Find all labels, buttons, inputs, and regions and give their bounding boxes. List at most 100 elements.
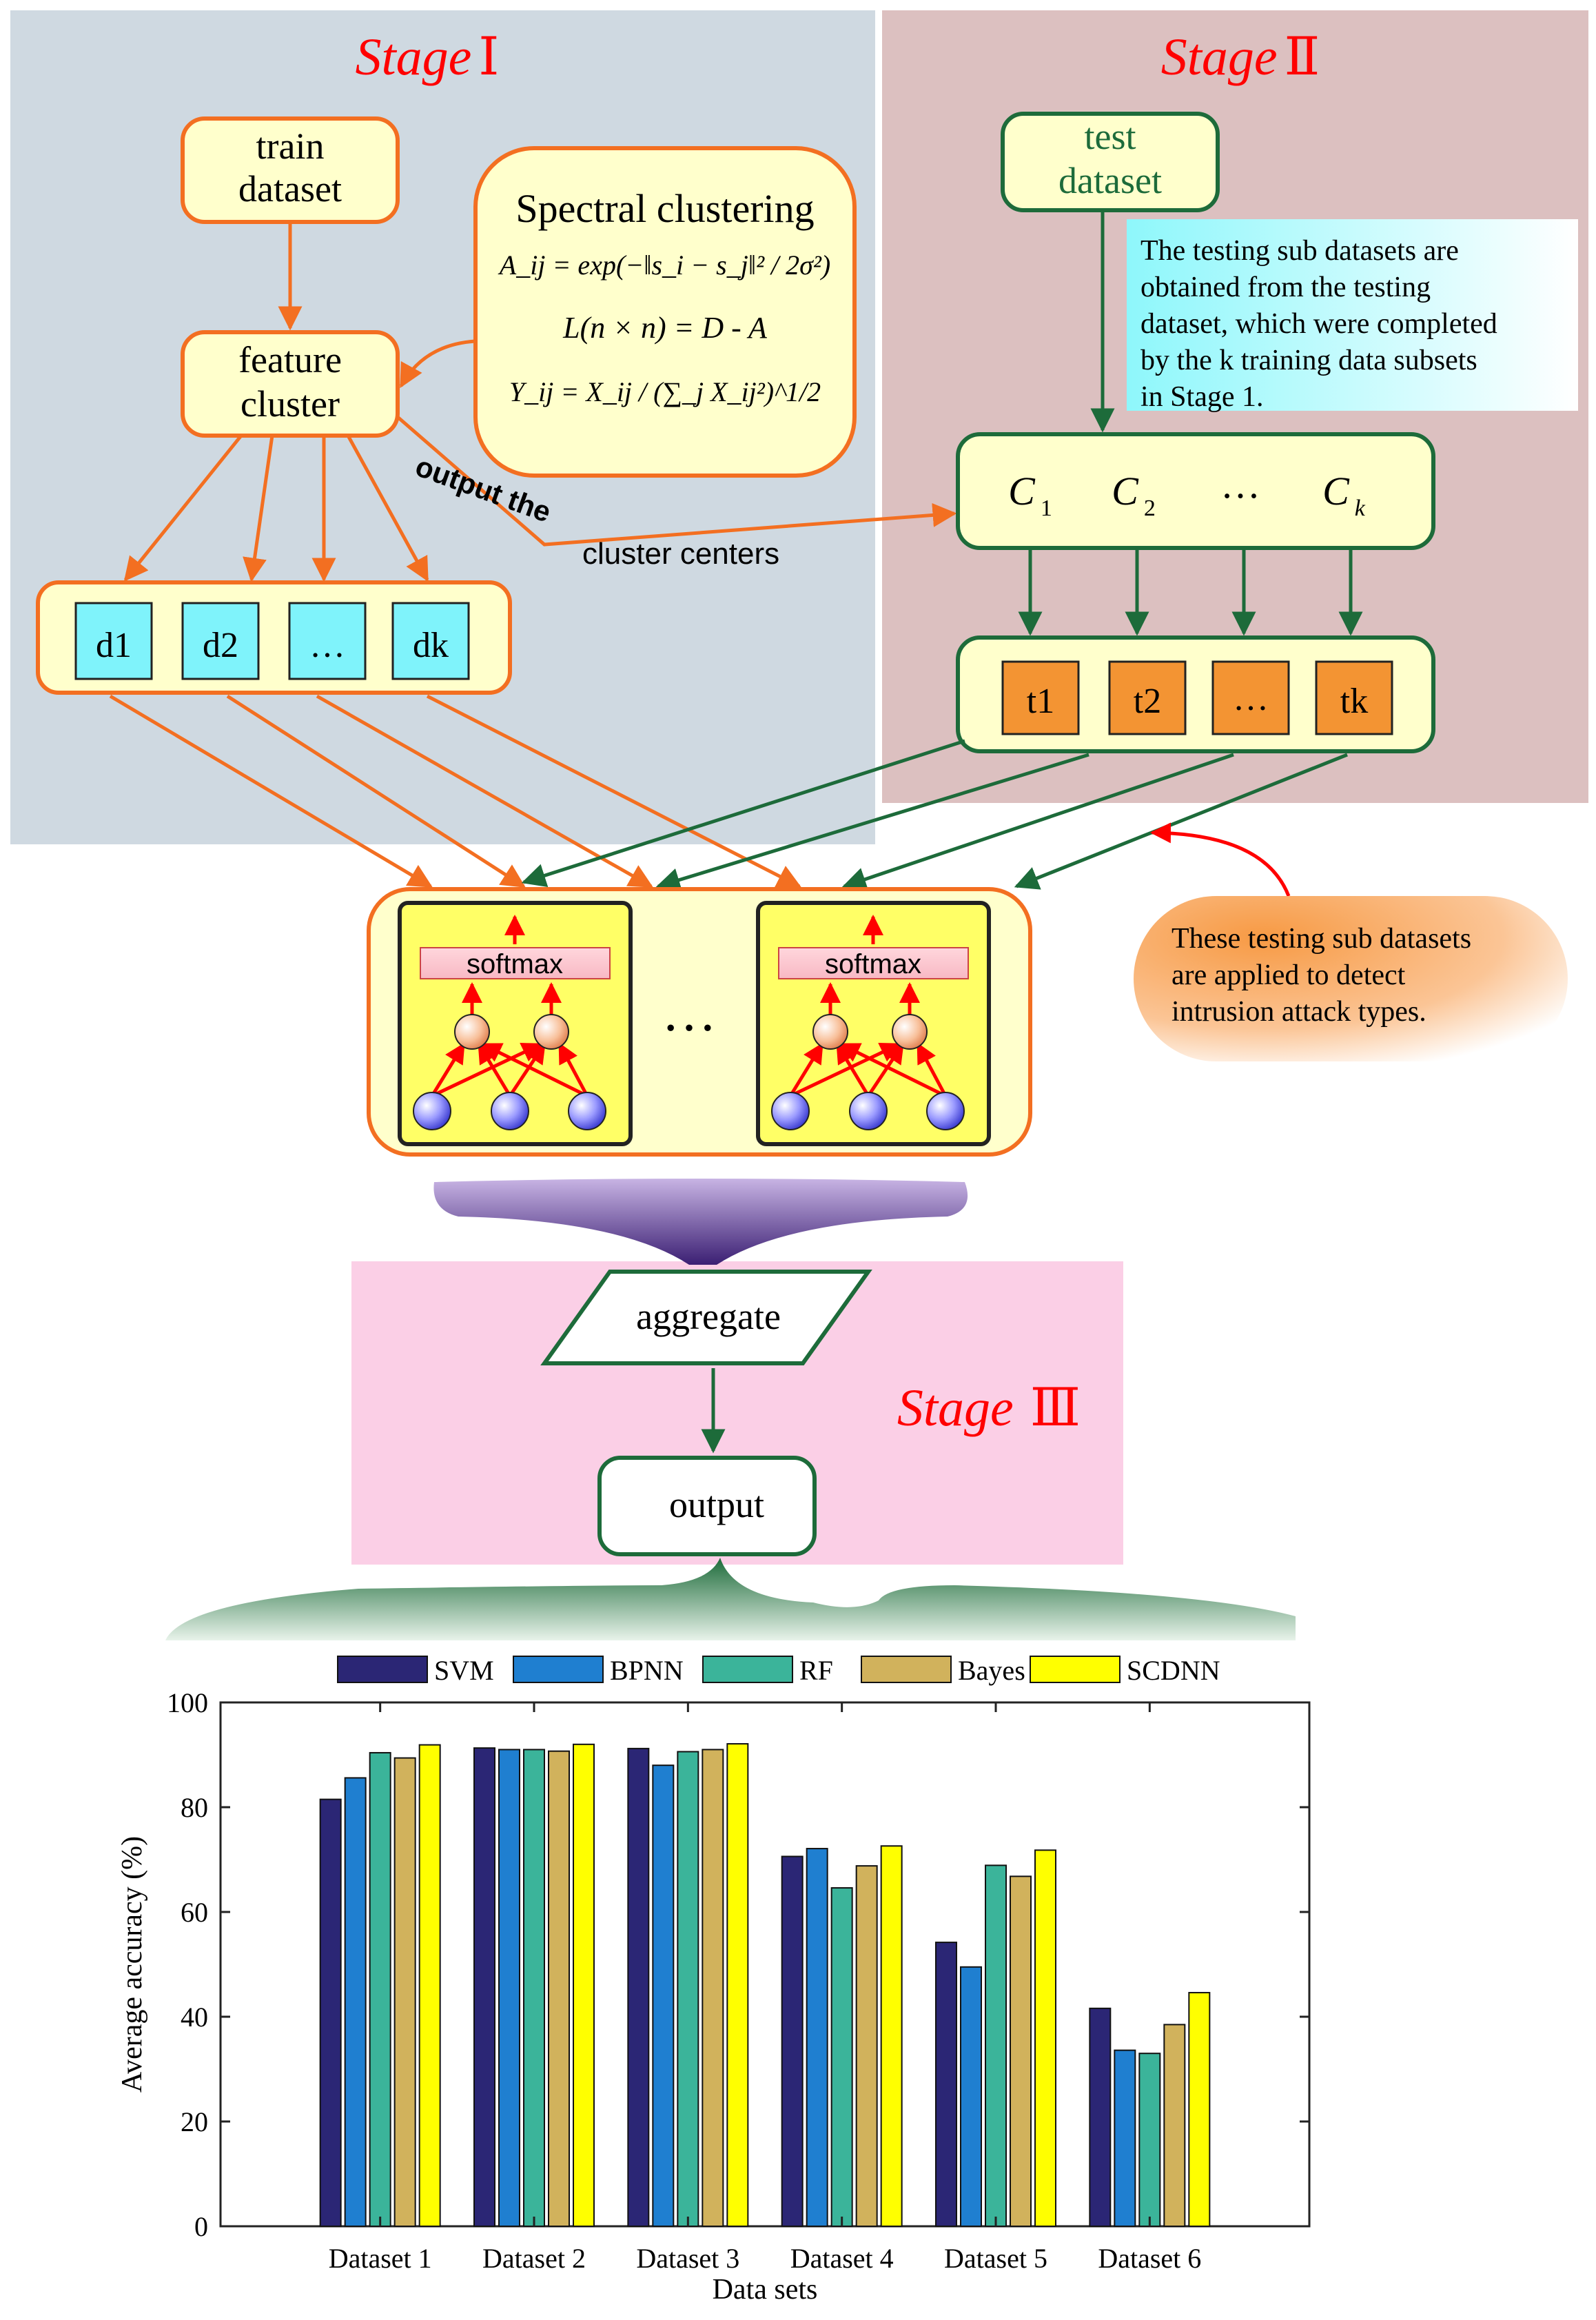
- svg-text:These testing sub datasets: These testing sub datasets: [1172, 923, 1471, 955]
- svg-text:by the k training data subsets: by the k training data subsets: [1140, 345, 1477, 376]
- bar-scdnn-6: [1188, 1992, 1211, 2228]
- legend-swatch-svm: [337, 1656, 428, 1683]
- neural-network-k: softmax: [756, 901, 991, 1146]
- bar-scdnn-2: [573, 1743, 595, 2228]
- bar-svm-1: [319, 1798, 342, 2228]
- svg-text:train: train: [256, 125, 325, 167]
- svg-text:dataset, which were completed: dataset, which were completed: [1140, 308, 1497, 340]
- legend-label-svm: SVM: [434, 1655, 494, 1686]
- bar-bpnn-2: [498, 1749, 520, 2227]
- softmax-layer: [778, 947, 969, 979]
- bar-rf-1: [369, 1751, 391, 2227]
- svg-text:cluster: cluster: [241, 383, 340, 425]
- networks-ellipsis: …: [662, 982, 717, 1043]
- stage2-arrows: [1018, 210, 1363, 636]
- x-tick-label: Dataset 5: [944, 2243, 1047, 2274]
- svg-text:t1: t1: [1027, 682, 1054, 721]
- svg-text:tk: tk: [1340, 682, 1368, 721]
- bar-bpnn-5: [960, 1966, 982, 2228]
- formula-normalize: Y_ij = X_ij / (∑_j X_ij²)^1/2: [509, 376, 821, 407]
- svg-text:softmax: softmax: [467, 949, 563, 979]
- formula-affinity: A_ij = exp(−‖s_i − s_j‖² / 2σ²): [498, 250, 830, 281]
- results-mound: [165, 1558, 1296, 1640]
- bar-bayes-1: [393, 1757, 416, 2228]
- legend-swatch-rf: [702, 1656, 793, 1683]
- bar-series: [319, 1743, 1211, 2228]
- test-to-network-arrows: [521, 739, 1348, 892]
- bar-scdnn-5: [1034, 1849, 1056, 2228]
- bar-bayes-6: [1163, 2024, 1186, 2227]
- svg-text:in Stage 1.: in Stage 1.: [1140, 381, 1263, 413]
- x-axis-ticks: Dataset 1 Dataset 2 Dataset 3 Dataset 4 Data…: [329, 1702, 1201, 2274]
- bar-svm-6: [1089, 2007, 1112, 2228]
- softmax-layer: [420, 947, 611, 979]
- x-tick-label: Dataset 3: [636, 2243, 739, 2274]
- legend-label-bpnn: BPNN: [610, 1655, 684, 1686]
- bar-svm-5: [935, 1942, 957, 2228]
- bar-scdnn-1: [418, 1744, 441, 2228]
- svg-text:The testing sub datasets are: The testing sub datasets are: [1140, 235, 1459, 267]
- y-tick-label: 60: [181, 1897, 208, 1928]
- y-axis-label: Average accuracy (%): [116, 1836, 148, 2093]
- test-dataset-node: test dataset: [1001, 112, 1220, 212]
- y-tick-label: 0: [194, 2211, 208, 2242]
- legend-swatch-bpnn: [513, 1656, 604, 1683]
- bar-rf-5: [985, 1864, 1007, 2228]
- svg-text:obtained from the testing: obtained from the testing: [1140, 272, 1431, 303]
- svg-text:are applied to detect: are applied to detect: [1172, 959, 1406, 991]
- svg-text:t2: t2: [1134, 682, 1161, 721]
- subset-t1: [1001, 660, 1080, 735]
- legend-label-bayes: Bayes: [958, 1655, 1025, 1686]
- bar-bayes-4: [855, 1865, 878, 2228]
- legend-swatch-bayes: [861, 1656, 952, 1683]
- aggregate-node: aggregate: [540, 1270, 872, 1365]
- bar-bpnn-1: [344, 1777, 367, 2227]
- bar-scdnn-3: [726, 1743, 749, 2228]
- x-tick-label: Dataset 6: [1098, 2243, 1201, 2274]
- subset-d-ellipsis: [288, 602, 367, 680]
- svg-text:d1: d1: [96, 626, 132, 665]
- bar-bpnn-6: [1114, 2049, 1136, 2227]
- bar-bpnn-3: [652, 1764, 675, 2227]
- legend-swatch-scdnn: [1030, 1656, 1121, 1683]
- cluster-centers-label: cluster centers: [582, 537, 779, 571]
- bar-bayes-5: [1010, 1875, 1032, 2228]
- svg-text:output: output: [669, 1484, 764, 1525]
- svg-text:feature: feature: [238, 339, 342, 380]
- bar-svm-3: [627, 1747, 650, 2227]
- svg-text:intrusion attack types.: intrusion attack types.: [1172, 996, 1426, 1028]
- y-tick-label: 20: [181, 2106, 208, 2137]
- bar-rf-6: [1138, 2053, 1161, 2227]
- x-tick-label: Dataset 1: [329, 2243, 432, 2274]
- x-tick-label: Dataset 2: [482, 2243, 586, 2274]
- neural-network-1: softmax: [398, 901, 633, 1146]
- x-tick-label: Dataset 4: [790, 2243, 894, 2274]
- aggregation-funnel: [433, 1179, 968, 1265]
- bar-svm-4: [781, 1855, 804, 2227]
- subset-t2: [1108, 660, 1187, 735]
- train-to-network-arrows: [109, 694, 802, 888]
- feature-cluster-node: feature cluster: [181, 330, 400, 438]
- subset-t-ellipsis: [1211, 660, 1290, 735]
- svg-text:dk: dk: [413, 626, 449, 665]
- bar-rf-3: [677, 1751, 699, 2227]
- svg-text:C1: C1: [1008, 469, 1052, 521]
- train-subsets-container: d1 d2 … dk: [36, 580, 512, 695]
- svg-text:…: …: [309, 626, 345, 665]
- bar-bpnn-4: [806, 1848, 828, 2228]
- svg-text:Ck: Ck: [1322, 469, 1366, 521]
- svg-text:dataset: dataset: [1058, 160, 1162, 201]
- svg-text:aggregate: aggregate: [636, 1296, 781, 1337]
- bar-bayes-2: [548, 1750, 570, 2227]
- spectral-clustering-box: Spectral clustering A_ij = exp(−‖s_i − s…: [473, 146, 857, 478]
- y-tick-label: 80: [181, 1792, 208, 1823]
- subset-dk: [391, 602, 470, 680]
- bar-rf-4: [830, 1887, 853, 2228]
